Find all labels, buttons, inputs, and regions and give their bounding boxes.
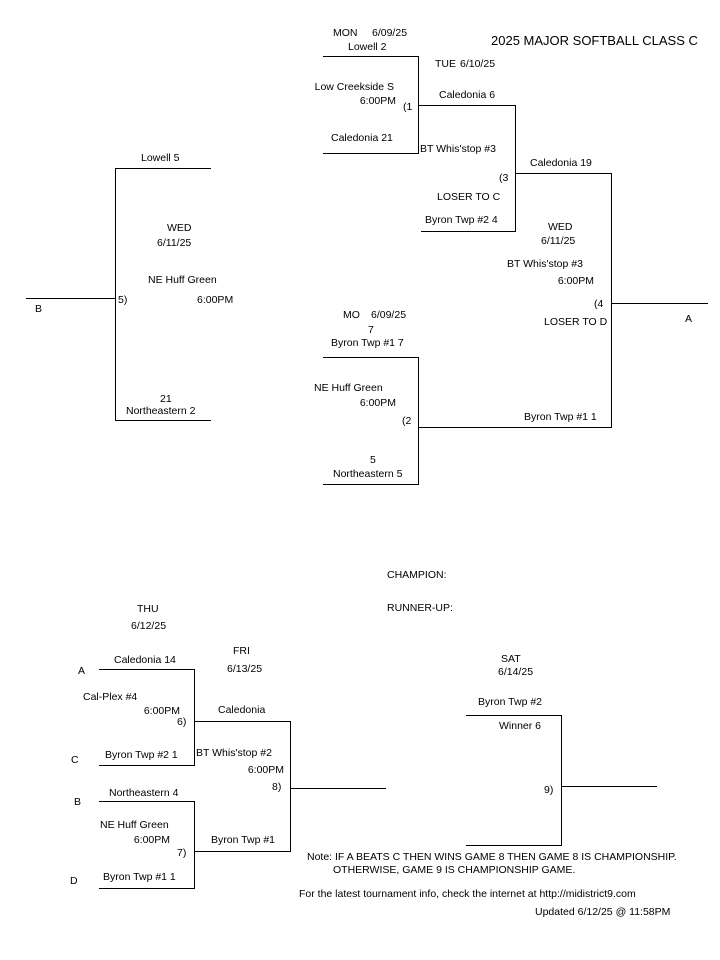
game6-top-team: Caledonia 14 [114,654,176,666]
game8-location: BT Whis'stop #2 [196,747,272,759]
game5-line [115,168,211,421]
game9-date: 6/14/25 [498,666,534,678]
game4-line [418,173,612,428]
game9-note: Winner 6 [499,720,542,732]
game8-bottom-team: Byron Twp #1 [211,834,276,846]
game5-date: 6/11/25 [157,237,192,249]
game4-day: WED [548,221,573,233]
game7-top-team: Northeastern 4 [109,787,179,799]
game7-slot-top: B [74,796,82,808]
game3-bottom-team: Byron Twp #2 4 [425,214,498,226]
game3-top-team: Caledonia 6 [439,89,496,101]
runnerup-label: RUNNER-UP: [387,602,453,614]
game6-bottom-team: Byron Twp #2 1 [105,749,178,761]
game4-output-label: A [685,313,693,325]
game2-top-team: Byron Twp #1 7 [331,337,404,349]
game6-line [99,669,195,766]
game7-number: 7) [177,847,187,859]
game2-time: 6:00PM [359,397,396,409]
footer-info-link-text: For the latest tournament info, check th… [299,888,636,900]
game1-top-team: Lowell 2 [348,41,387,53]
game5-location: NE Huff Green [148,274,217,286]
game1-date: 6/09/25 [372,27,408,39]
game8-time: 6:00PM [247,764,284,776]
game2-location: NE Huff Green [314,382,383,394]
game5-bottom-score: 21 [160,393,172,405]
game3-number: (3 [499,172,509,184]
game7-bottom-team: Byron Twp #1 1 [103,871,176,883]
game5-number: 5) [118,294,128,306]
game6-location: Cal-Plex #4 [83,691,138,703]
game7-location: NE Huff Green [100,819,169,831]
game5-output-label: B [35,303,43,315]
game4-note: LOSER TO D [544,316,608,328]
game7-slot-bottom: D [70,875,78,887]
game8-day: FRI [233,645,250,657]
game6-slot-top: A [78,665,86,677]
game7-line [99,801,195,889]
game1-day: MON [333,27,358,39]
game2-day: MO [343,309,360,321]
game1-location: Low Creekside S [314,81,394,93]
game5-bottom-team: Northeastern 2 [126,405,196,417]
game3-line [418,105,516,232]
game3-note: LOSER TO C [437,191,501,203]
game9-number: 9) [544,784,554,796]
footer-updated: Updated 6/12/25 @ 11:58PM [535,906,671,918]
game6-date: 6/12/25 [131,620,167,632]
game5-day: WED [167,222,192,234]
game3-day: TUE [435,58,456,70]
game8-top-team: Caledonia [218,704,266,716]
game6-number: 6) [177,716,187,728]
footer-note-line2: OTHERWISE, GAME 9 IS CHAMPIONSHIP GAME. [333,864,576,876]
game3-date: 6/10/25 [460,58,496,70]
game1-time: 6:00PM [359,95,396,107]
footer-note-line1: Note: IF A BEATS C THEN WINS GAME 8 THEN… [307,851,677,863]
game4-top-team: Caledonia 19 [530,157,592,169]
game5-top-team: Lowell 5 [141,152,180,164]
game4-location: BT Whis'stop #3 [507,258,583,270]
game6-slot-bottom: C [71,754,79,766]
game9-top-team: Byron Twp #2 [478,696,543,708]
game6-time: 6:00PM [143,705,180,717]
game4-number: (4 [594,298,604,310]
game5-time: 6:00PM [197,294,234,306]
game9-day: SAT [501,653,521,665]
game2-bottom-team: Northeastern 5 [333,468,403,480]
game2-number: (2 [402,415,412,427]
game7-time: 6:00PM [133,834,170,846]
game6-day: THU [137,603,159,615]
game8-date: 6/13/25 [227,663,263,675]
game2-line [323,357,419,485]
game8-number: 8) [272,781,282,793]
game8-line [194,721,291,852]
game2-top-score: 7 [368,324,374,336]
game4-date: 6/11/25 [541,235,576,247]
game9-line [466,715,562,846]
game4-time: 6:00PM [557,275,594,287]
game1-number: (1 [403,101,413,113]
champion-label: CHAMPION: [387,569,447,581]
game2-bottom-score: 5 [370,454,376,466]
game2-date: 6/09/25 [371,309,407,321]
game1-bottom-team: Caledonia 21 [331,132,393,144]
game4-bottom-team: Byron Twp #1 1 [524,411,597,423]
bracket-title: 2025 MAJOR SOFTBALL CLASS C [491,33,698,48]
game3-location: BT Whis'stop #3 [420,143,496,155]
